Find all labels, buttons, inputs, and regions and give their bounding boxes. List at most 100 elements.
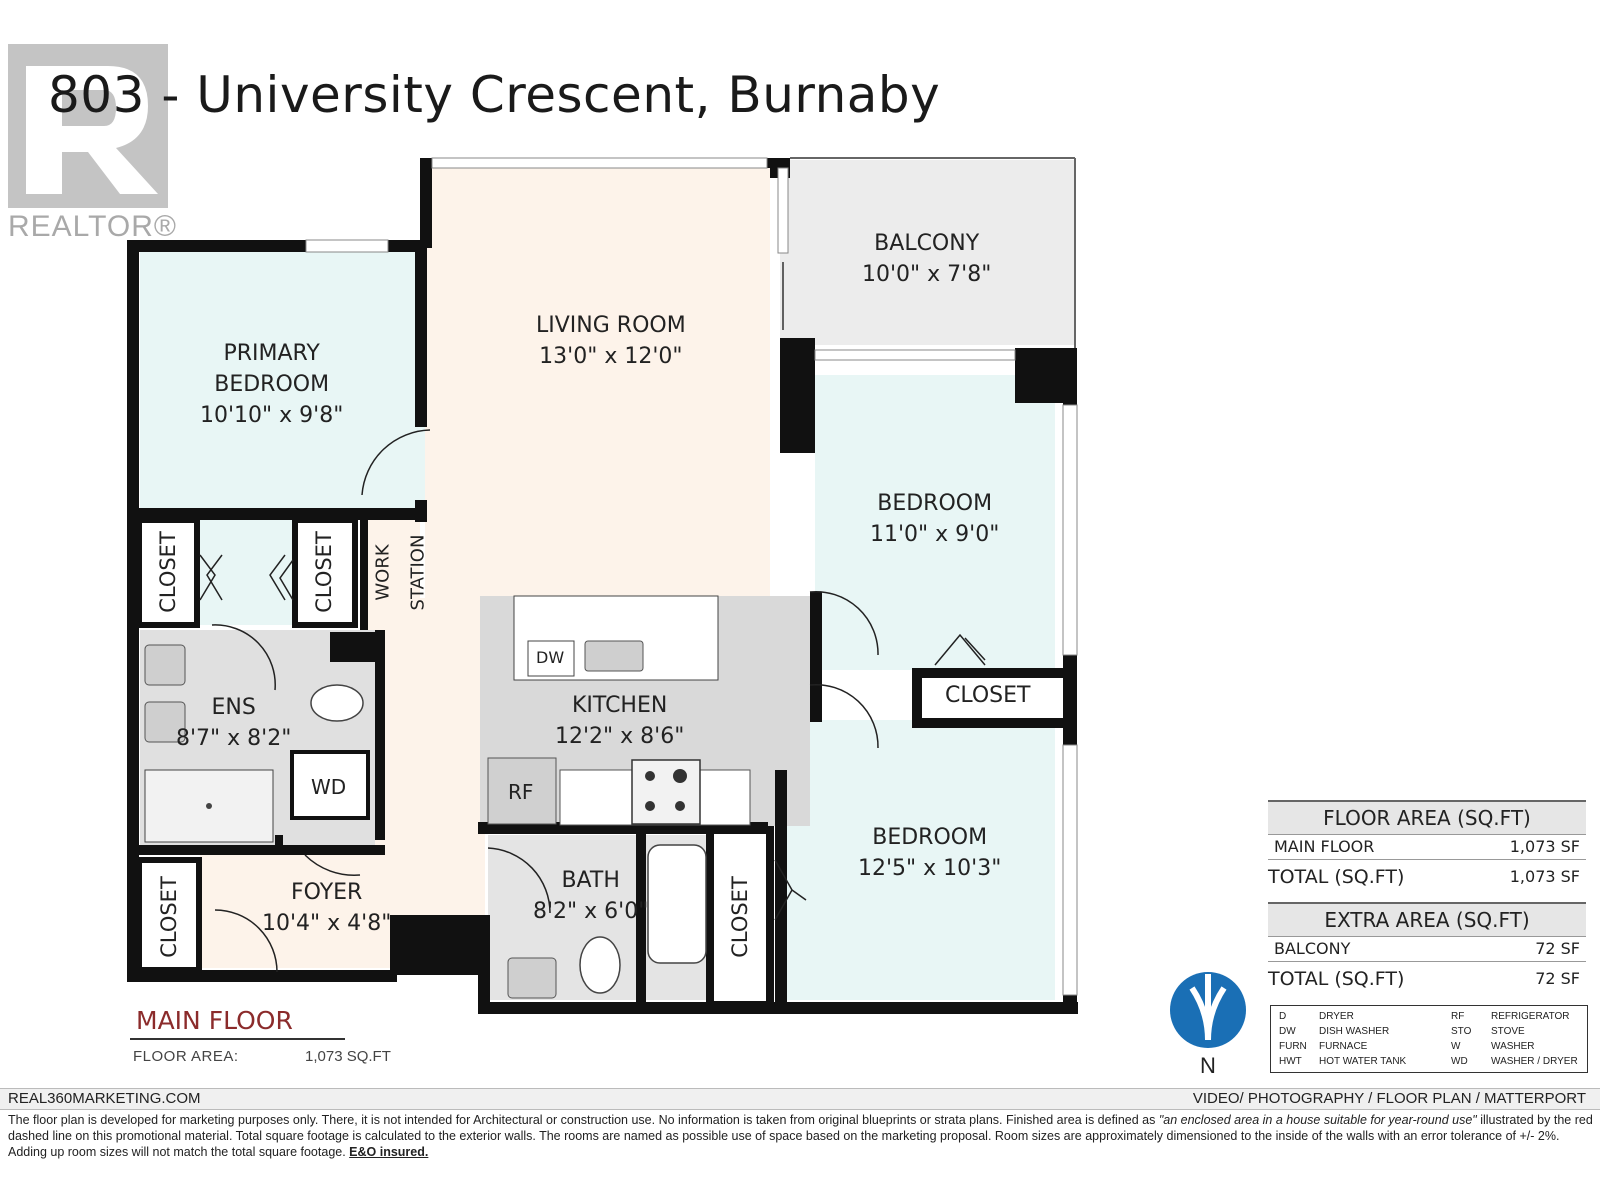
- main-floor-value: 1,073 SF: [1509, 837, 1580, 856]
- footer-services: VIDEO/ PHOTOGRAPHY / FLOOR PLAN / MATTER…: [1192, 1090, 1586, 1107]
- sliding-door: [777, 167, 789, 254]
- closet-box: [136, 517, 200, 628]
- bifold-door: [934, 633, 986, 666]
- work-station-area: [360, 520, 420, 630]
- primary-closet-walk: [200, 510, 295, 625]
- realtor-logo-text: REALTOR®: [8, 210, 178, 243]
- legend-cell: WASHER / DRYER: [1491, 1056, 1578, 1067]
- legend-row: HWT HOT WATER TANK WD WASHER / DRYER: [1271, 1056, 1587, 1070]
- wall: [912, 668, 922, 728]
- door-swing: [809, 683, 879, 749]
- refrigerator: [487, 757, 557, 825]
- wall: [810, 592, 822, 722]
- sink-icon: [144, 644, 186, 686]
- extra-total-value: 72 SF: [1535, 969, 1580, 988]
- table-row: BALCONY 72 SF: [1268, 936, 1586, 962]
- balcony-area-label: BALCONY: [1274, 939, 1351, 958]
- eo-insured: E&O insured.: [349, 1145, 429, 1159]
- wall: [1015, 348, 1077, 403]
- kitchen-sink-icon: [584, 640, 644, 672]
- bifold-door: [269, 554, 294, 601]
- legend-cell: WASHER: [1491, 1041, 1535, 1052]
- footer-bar: REAL360MARKETING.COM VIDEO/ PHOTOGRAPHY …: [0, 1088, 1600, 1110]
- floor-area-value: 1,073 SQ.FT: [305, 1048, 391, 1065]
- wall: [912, 668, 1067, 678]
- legend-cell: STOVE: [1491, 1026, 1525, 1037]
- legend-cell: WD: [1451, 1056, 1468, 1067]
- dishwasher: [527, 640, 575, 677]
- closet-box: [136, 857, 202, 973]
- station-label: STATION: [407, 534, 429, 611]
- realtor-r-icon: [16, 54, 160, 198]
- table-row: TOTAL (SQ.FT) 1,073 SF: [1268, 860, 1586, 894]
- refrigerator-label: RF: [508, 780, 534, 804]
- legend-cell: DISH WASHER: [1319, 1026, 1390, 1037]
- north-compass-icon: [1170, 972, 1246, 1048]
- legend-cell: HOT WATER TANK: [1319, 1056, 1407, 1067]
- bedroom-2-area: [780, 720, 1055, 1000]
- door-swing: [809, 590, 879, 656]
- legend-cell: D: [1279, 1011, 1287, 1022]
- bedroom-1-area: [815, 375, 1055, 670]
- wall: [275, 835, 283, 855]
- wall: [135, 845, 385, 855]
- table-row: MAIN FLOOR 1,073 SF: [1268, 834, 1586, 860]
- footer-website-link[interactable]: REAL360MARKETING.COM: [8, 1090, 201, 1107]
- legend-cell: DRYER: [1319, 1011, 1354, 1022]
- bifold-door: [774, 859, 807, 921]
- wall: [420, 158, 432, 248]
- door-swing: [214, 909, 278, 973]
- disclaimer: The floor plan is developed for marketin…: [8, 1112, 1593, 1160]
- legend-cell: FURNACE: [1319, 1041, 1368, 1052]
- washer-dryer: [290, 750, 370, 820]
- wall: [127, 240, 139, 980]
- sink-icon: [507, 957, 557, 999]
- legend-cell: FURN: [1279, 1041, 1307, 1052]
- legend-cell: RF: [1451, 1011, 1465, 1022]
- window: [1062, 744, 1078, 996]
- wall: [375, 630, 385, 840]
- disclaimer-text: The floor plan is developed for marketin…: [8, 1113, 1159, 1127]
- hall-area: [385, 598, 485, 968]
- balcony-area-value: 72 SF: [1535, 939, 1580, 958]
- closet-label: CLOSET: [157, 876, 181, 958]
- total-value: 1,073 SF: [1509, 867, 1580, 886]
- wall: [780, 338, 815, 453]
- legend-row: D DRYER RF REFRIGERATOR: [1271, 1011, 1587, 1025]
- wall: [360, 510, 368, 630]
- toilet-icon: [310, 684, 364, 722]
- window: [305, 239, 389, 253]
- stove-icon: [631, 759, 701, 825]
- legend-cell: STO: [1451, 1026, 1472, 1037]
- wall: [415, 252, 427, 427]
- closet-label: CLOSET: [312, 531, 336, 613]
- legend-cell: HWT: [1279, 1056, 1302, 1067]
- door-swing: [487, 847, 551, 914]
- closet-box: [292, 517, 358, 628]
- door-swing: [361, 429, 431, 496]
- window: [1062, 404, 1078, 656]
- disclaimer-text: illustrated by the red dashed line on th…: [8, 1113, 1593, 1159]
- main-floor-label: MAIN FLOOR: [1274, 837, 1375, 856]
- north-label: N: [1200, 1053, 1216, 1078]
- bathtub-icon: [647, 844, 707, 964]
- wall: [390, 915, 485, 975]
- legend-cell: REFRIGERATOR: [1491, 1011, 1570, 1022]
- total-label: TOTAL (SQ.FT): [1268, 866, 1405, 888]
- sink-icon: [144, 701, 186, 743]
- window: [431, 157, 768, 169]
- work-label: WORK: [372, 544, 394, 601]
- table-row: TOTAL (SQ.FT) 72 SF: [1268, 962, 1586, 996]
- realtor-logo: [8, 44, 168, 208]
